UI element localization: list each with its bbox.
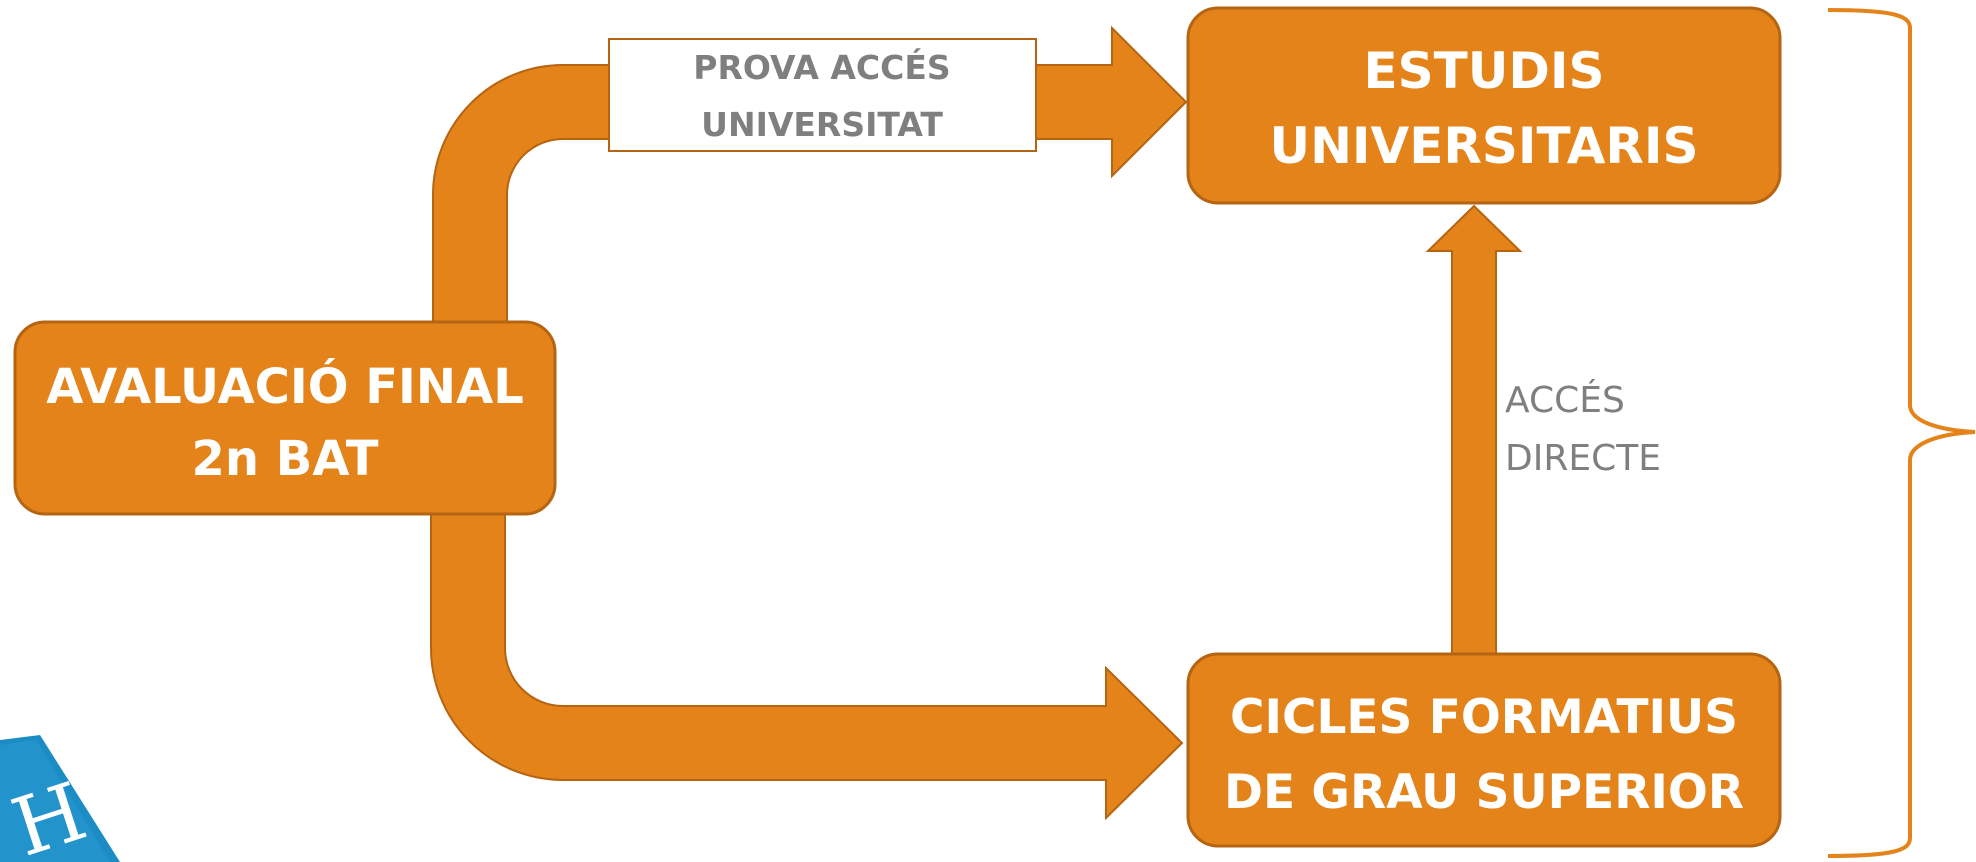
estudis-line1: ESTUDIS: [1364, 42, 1605, 100]
right-brace: [1827, 8, 1976, 858]
node-avaluacio-final: [13, 320, 557, 516]
arrow-to-cicles: [430, 512, 1184, 821]
prova-acces-label-box: [608, 38, 1037, 152]
prova-acces-line2: UNIVERSITAT: [701, 105, 943, 144]
node-cicles-formatius: [1186, 652, 1782, 848]
estudis-line2: UNIVERSITARIS: [1269, 117, 1698, 175]
cicles-line2: DE GRAU SUPERIOR: [1224, 765, 1744, 820]
node-estudis-universitaris: [1186, 6, 1782, 205]
avaluacio-line2: 2n BAT: [191, 431, 378, 487]
acces-directe-line2: DIRECTE: [1505, 438, 1661, 479]
avaluacio-line1: AVALUACIÓ FINAL: [46, 358, 524, 415]
prova-acces-line1: PROVA ACCÉS: [693, 47, 950, 87]
cicles-line1: CICLES FORMATIUS: [1230, 690, 1738, 745]
school-logo-icon: H: [0, 735, 120, 862]
arrow-acces-directe: [1425, 204, 1523, 655]
acces-directe-line1: ACCÉS: [1505, 379, 1625, 421]
